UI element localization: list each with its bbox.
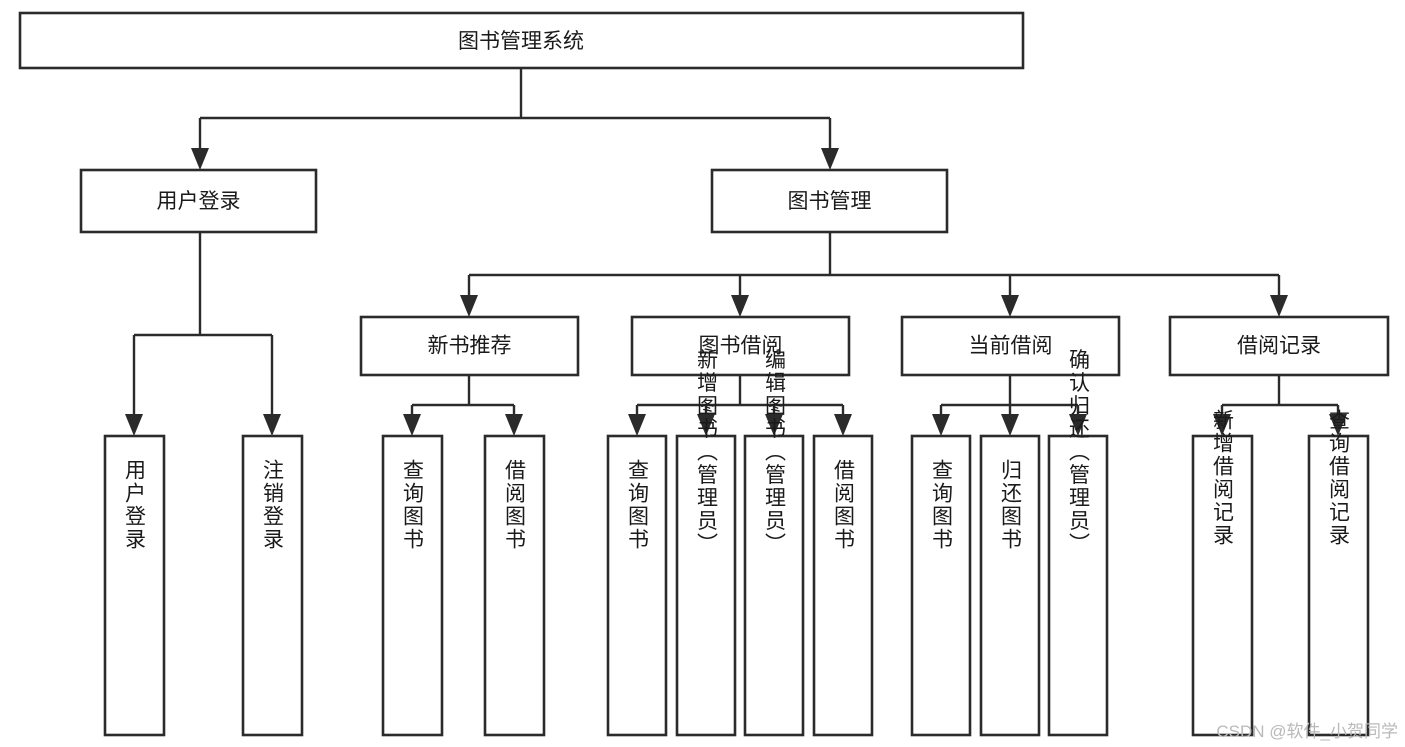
leaf-logout-label: 注销登录: [261, 459, 285, 551]
arrow-head-bb-2: [765, 414, 783, 436]
node-root-system[interactable]: 图书管理系统: [18, 11, 1025, 70]
leaf-bb-edit-book-label: 编辑图书（管理员）: [763, 349, 787, 556]
csdn-watermark: CSDN @软件_小贺同学: [1216, 722, 1398, 741]
node-book-management-label: 图书管理: [788, 190, 872, 213]
connector-group-root-to-level2: [191, 68, 839, 170]
arrow-head-ul-1: [263, 414, 281, 436]
leaf-bb-borrow-book-label: 借阅图书: [832, 459, 856, 551]
leaf-node[interactable]: 查询图书: [381, 434, 444, 737]
arrow-head-nb-0: [403, 414, 421, 436]
leaf-node[interactable]: 借阅图书: [812, 434, 874, 737]
leaf-node[interactable]: 查询图书: [910, 434, 972, 737]
leaf-node[interactable]: 编辑图书（管理员）: [743, 349, 805, 737]
node-current-borrow-box[interactable]: [900, 315, 1121, 377]
node-borrow-records[interactable]: 借阅记录: [1168, 315, 1390, 377]
leaf-nb-borrow-book-box[interactable]: [483, 434, 546, 737]
leaf-bb-borrow-book-box[interactable]: [812, 434, 874, 737]
connector-group-borrow-records-to-leaves: [1213, 375, 1347, 436]
leaf-node[interactable]: 查询借阅记录: [1307, 409, 1370, 737]
node-user-login-box[interactable]: [79, 168, 318, 234]
leaf-bb-add-book-label: 新增图书（管理员）: [695, 349, 719, 556]
node-borrow-records-box[interactable]: [1168, 315, 1390, 377]
leaf-bb-query-book-box[interactable]: [606, 434, 668, 737]
leaf-cb-query-book-box[interactable]: [910, 434, 972, 737]
leaf-cb-query-book-label: 查询图书: [930, 459, 954, 551]
node-user-login[interactable]: 用户登录: [79, 168, 318, 234]
leaf-node[interactable]: 借阅图书: [483, 434, 546, 737]
arrow-head-cb-2: [1069, 414, 1087, 436]
leaf-bb-query-book-label: 查询图书: [626, 459, 650, 551]
leaf-user-login-label: 用户登录: [123, 459, 147, 551]
node-book-borrow-box[interactable]: [630, 315, 851, 377]
leaf-nb-query-book-label: 查询图书: [401, 459, 425, 551]
leaf-bb-add-book-box[interactable]: [675, 434, 737, 737]
leaf-cb-return-book-box[interactable]: [979, 434, 1041, 737]
leaf-nb-borrow-book-label: 借阅图书: [503, 459, 527, 551]
leaf-node[interactable]: 注销登录: [241, 434, 304, 737]
node-current-borrow[interactable]: 当前借阅: [900, 315, 1121, 377]
arrow-head-ul-0: [125, 414, 143, 436]
arrow-head-user-login: [191, 148, 209, 170]
leaf-cb-return-book-label: 归还图书: [999, 459, 1023, 551]
arrow-head-l3-1: [731, 295, 749, 317]
connector-group-book-mgmt-to-level3: [460, 232, 1288, 317]
leaf-node[interactable]: 确认归还（管理员）: [1047, 349, 1109, 737]
arrow-head-bb-0: [628, 414, 646, 436]
node-book-borrow-label: 图书借阅: [699, 335, 783, 358]
leaf-br-add-record-label: 新增借阅记录: [1211, 409, 1235, 547]
leaf-logout-box[interactable]: [241, 434, 304, 737]
node-new-book-recommend-label: 新书推荐: [428, 335, 512, 358]
node-book-management-box[interactable]: [710, 168, 949, 234]
leaf-nb-query-book-box[interactable]: [381, 434, 444, 737]
leaf-node[interactable]: 归还图书: [979, 434, 1041, 737]
leaf-node[interactable]: 用户登录: [103, 434, 166, 737]
arrow-head-cb-1: [1001, 414, 1019, 436]
leaf-cb-confirm-return-box[interactable]: [1047, 434, 1109, 737]
leaf-user-login-box[interactable]: [103, 434, 166, 737]
arrow-head-l3-3: [1270, 295, 1288, 317]
node-root-label: 图书管理系统: [458, 30, 584, 53]
arrow-head-book-mgmt: [821, 148, 839, 170]
node-user-login-label: 用户登录: [157, 190, 241, 213]
arrow-head-bb-3: [834, 414, 852, 436]
leaf-node[interactable]: 新增图书（管理员）: [675, 349, 737, 737]
node-root-box[interactable]: [18, 11, 1025, 70]
node-current-borrow-label: 当前借阅: [969, 335, 1053, 358]
arrow-head-br-1: [1329, 414, 1347, 436]
connector-group-book-borrow-to-leaves: [628, 375, 852, 436]
node-book-borrow[interactable]: 图书借阅: [630, 315, 851, 377]
leaf-br-query-record-box[interactable]: [1307, 434, 1370, 737]
node-book-management[interactable]: 图书管理: [710, 168, 949, 234]
connector-group-current-borrow-to-leaves: [932, 375, 1087, 436]
leaf-br-add-record-box[interactable]: [1191, 434, 1254, 737]
leaf-cb-confirm-return-label: 确认归还（管理员）: [1067, 349, 1091, 556]
arrow-head-cb-0: [932, 414, 950, 436]
connector-group-new-book-to-leaves: [403, 375, 523, 436]
node-new-book-recommend[interactable]: 新书推荐: [359, 315, 580, 377]
arrow-head-br-0: [1213, 414, 1231, 436]
arrow-head-l3-0: [460, 295, 478, 317]
leaf-node[interactable]: 新增借阅记录: [1191, 409, 1254, 737]
node-borrow-records-label: 借阅记录: [1237, 335, 1321, 358]
arrow-head-bb-1: [697, 414, 715, 436]
arrow-head-nb-1: [505, 414, 523, 436]
leaf-br-query-record-label: 查询借阅记录: [1327, 409, 1351, 547]
leaf-bb-edit-book-box[interactable]: [743, 434, 805, 737]
connector-group-user-login-to-leaves: [125, 232, 281, 436]
arrow-head-l3-2: [1001, 295, 1019, 317]
node-new-book-recommend-box[interactable]: [359, 315, 580, 377]
leaf-node[interactable]: 查询图书: [606, 434, 668, 737]
